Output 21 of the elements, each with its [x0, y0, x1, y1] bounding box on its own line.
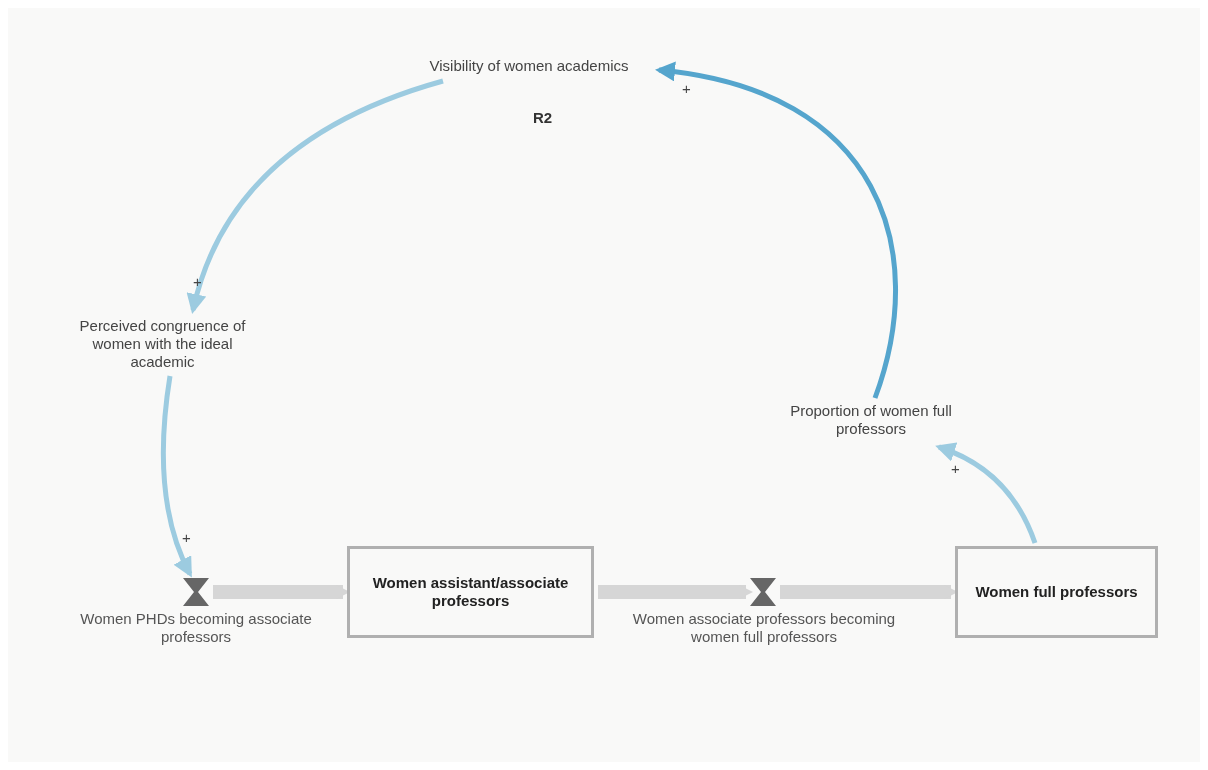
stock-box: [347, 546, 594, 638]
arrow: [187, 78, 444, 314]
flow-arrow: [598, 585, 753, 599]
variable-label: Visibility of women academics: [429, 57, 629, 75]
stock-name: Women full professors: [975, 583, 1138, 601]
edge-label: +: [951, 461, 960, 476]
arrow: [160, 375, 193, 578]
valve-icon: [183, 578, 209, 606]
variable-label: Perceived congruence of women with the ideal academic: [78, 317, 247, 371]
valve-icon: [750, 578, 776, 606]
stock-box: [955, 546, 1158, 638]
edge-label: +: [182, 530, 191, 545]
flow-label: Women associate professors becoming women full professors: [631, 610, 897, 646]
arrow: [935, 443, 1038, 544]
loop-label: R2: [533, 108, 553, 128]
edge-label: +: [193, 274, 202, 289]
arrow: [655, 62, 898, 399]
stock-name: Women assistant/associate professors: [371, 574, 570, 610]
variable-label: Proportion of women full professors: [789, 402, 953, 438]
flow-label: Women PHDs becoming associate professors: [79, 610, 313, 646]
edge-label: +: [682, 81, 691, 96]
